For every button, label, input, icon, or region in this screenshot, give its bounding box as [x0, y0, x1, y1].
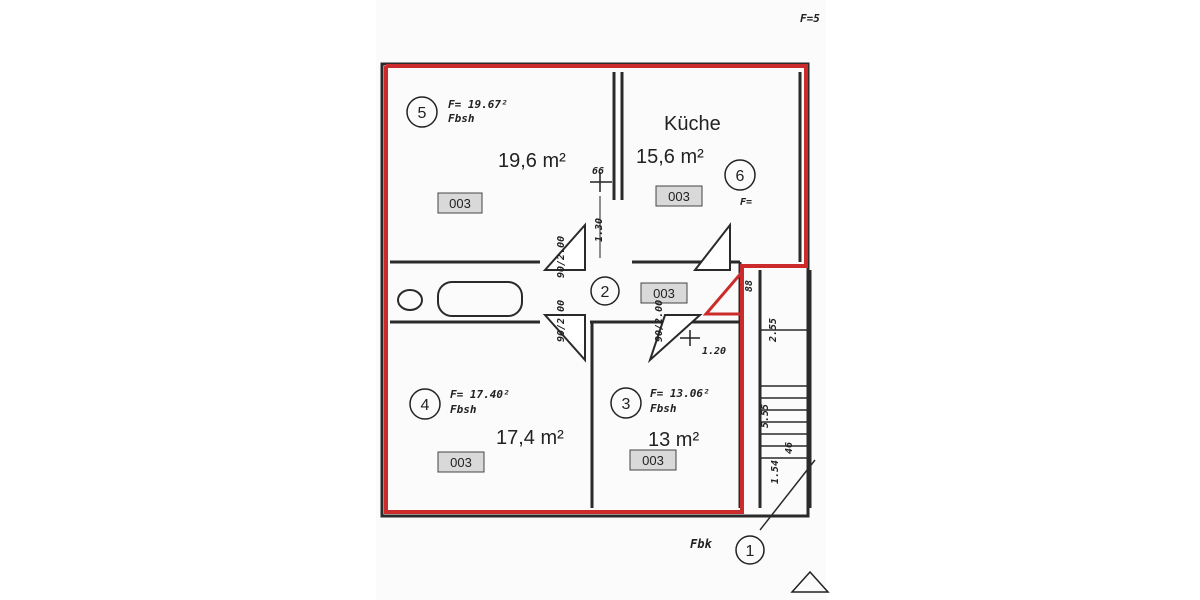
floor-code: Fbsh [450, 403, 477, 416]
bathroom [397, 281, 523, 317]
door-dim-left: 90/2.00 [556, 300, 567, 342]
code-box [629, 449, 677, 471]
bathtub [437, 281, 523, 317]
room-area: 15,6 m² [636, 146, 704, 168]
dim-255: 2.55 [768, 318, 779, 343]
floor-code: Fbsh [650, 402, 677, 415]
code-box [437, 192, 483, 214]
room-code: 003 [653, 286, 675, 301]
door-dim-upper: 90/2.00 [556, 236, 567, 278]
code-box [655, 185, 703, 207]
room-2-hall: 2 003 90/2.00 90/2.00 90/2.00 1.20 [556, 236, 726, 357]
room-name: Küche [664, 113, 721, 135]
stair-number: 1 [746, 543, 755, 560]
room-area: 19,6 m² [498, 150, 566, 172]
corner-dimension: F=5 [800, 12, 820, 25]
room-3: 3 F= 13.06² Fbsh 13 m² 003 [610, 387, 710, 471]
room-area: 13 m² [648, 429, 699, 451]
room-code: 003 [449, 196, 471, 211]
room-number: 6 [736, 168, 745, 185]
walls [380, 62, 812, 518]
door-room3 [647, 314, 703, 364]
room-f-value: F= 17.40² [450, 388, 510, 401]
room-number-circle [610, 387, 642, 419]
room-number: 5 [418, 105, 427, 122]
dim-66: 66 1.30 [590, 166, 612, 258]
door-room5 [542, 222, 586, 271]
toilet [397, 289, 423, 311]
apartment-outline [384, 64, 808, 514]
scanned-sheet [376, 0, 826, 600]
room-code: 003 [642, 453, 664, 468]
room-f-value: F= 13.06² [650, 387, 710, 400]
door-dim-right: 90/2.00 [654, 300, 665, 342]
room-number-circle [590, 276, 620, 306]
floor-label-fbk: Fbk [690, 537, 712, 551]
svg-text:66: 66 [592, 166, 604, 177]
outline-notch [702, 267, 744, 316]
dim-154: 1.54 [770, 460, 781, 484]
room-number-circle [406, 96, 438, 128]
room-area: 17,4 m² [496, 427, 564, 449]
dim-130: 1.30 [594, 218, 605, 242]
stairs [759, 329, 816, 531]
door-room4 [542, 314, 586, 363]
door-kitchen [692, 222, 731, 271]
room-number-circle [724, 159, 756, 191]
dim-88: 88 [744, 280, 755, 292]
room-number: 3 [622, 396, 631, 413]
triangle-icon [790, 570, 830, 593]
room-f-value: F= [740, 197, 752, 208]
dim-555: 5.55 [760, 404, 771, 428]
room-code: 003 [668, 189, 690, 204]
room-code: 003 [450, 455, 472, 470]
dim-46: 46 [784, 442, 795, 454]
stair-dimensions: 88 2.55 5.55 46 1.54 [744, 280, 795, 484]
stair-number-circle [735, 535, 765, 565]
room-f-value: F= 19.67² [448, 98, 508, 111]
room-number: 4 [421, 397, 430, 414]
dim-120: 1.20 [702, 346, 726, 357]
code-box [437, 451, 485, 473]
room-number-circle [409, 388, 441, 420]
room-number: 2 [601, 284, 610, 301]
room-5: 5 F= 19.67² Fbsh 19,6 m² 003 [406, 96, 566, 214]
doors [542, 222, 731, 364]
room-6-kitchen: Küche 15,6 m² 6 F= 003 [636, 113, 756, 208]
room-4: 4 F= 17.40² Fbsh 17,4 m² 003 [409, 388, 564, 473]
code-box [640, 282, 688, 304]
floor-code: Fbsh [448, 112, 475, 125]
